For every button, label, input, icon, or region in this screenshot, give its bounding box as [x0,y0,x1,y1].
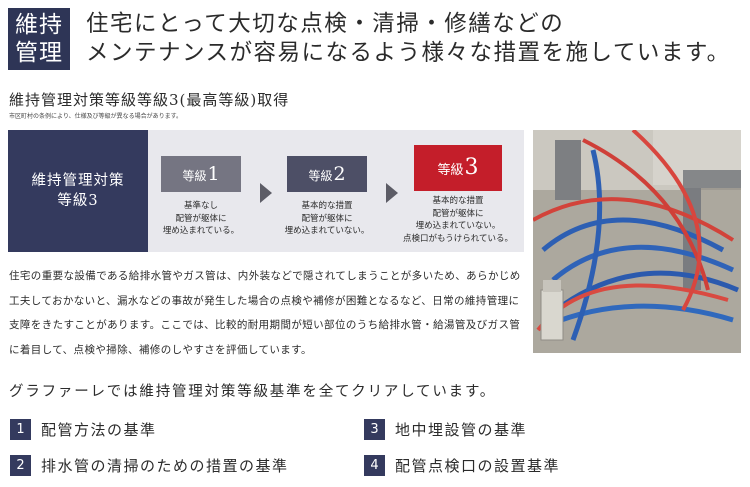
arrow-right-icon [260,183,272,203]
standard-item: 1 配管方法の基準 [10,419,157,440]
grade-2-prefix: 等級 [308,169,333,183]
standard-label: 地中埋設管の基準 [395,421,528,439]
section-subtitle: 維持管理対策等級等級3(最高等級)取得 [9,91,290,109]
standard-item: 2 排水管の清掃のための措置の基準 [10,455,289,476]
standard-item: 4 配管点検口の設置基準 [364,455,560,476]
standard-number: 4 [364,455,385,476]
standard-number: 2 [10,455,31,476]
footnote: 市区町村の条例により、仕様及び等級が異なる場合があります。 [9,113,183,120]
grade-3-prefix: 等級 [437,163,464,178]
grade-2-number: 2 [333,163,346,185]
standard-label: 排水管の清掃のための措置の基準 [41,457,289,475]
grade-1-desc: 基準なし 配管が躯体に 埋め込まれている。 [162,201,240,236]
grade-1-number: 1 [207,163,220,185]
standard-label: 配管点検口の設置基準 [395,457,561,475]
category-badge: 維持 管理 [8,8,70,70]
piping-photo [533,130,741,353]
grade-3-number: 3 [464,155,479,180]
grade-1-prefix: 等級 [182,169,207,183]
category-badge-label: 維持 管理 [15,12,63,66]
standard-label: 配管方法の基準 [41,421,157,439]
arrow-right-icon [386,183,398,203]
grade-3-desc: 基本的な措置 配管が躯体に 埋め込まれていない。 点検口がもうけられている。 [403,196,513,244]
headline: 住宅にとって大切な点検・清掃・修繕などの メンテナンスが容易になるよう様々な措置… [86,11,731,66]
standard-number: 1 [10,419,31,440]
grade-panel-title: 維持管理対策 等級3 [8,130,148,252]
description-paragraph: 住宅の重要な設備である給排水管やガス管は、内外装などで隠されてしまうことが多いた… [9,270,521,356]
standard-number: 3 [364,419,385,440]
compliance-statement: グラファーレでは維持管理対策等級基準を全てクリアしています。 [9,384,497,400]
grade-2-desc: 基本的な措置 配管が躯体に 埋め込まれていない。 [284,201,370,236]
standard-item: 3 地中埋設管の基準 [364,419,527,440]
